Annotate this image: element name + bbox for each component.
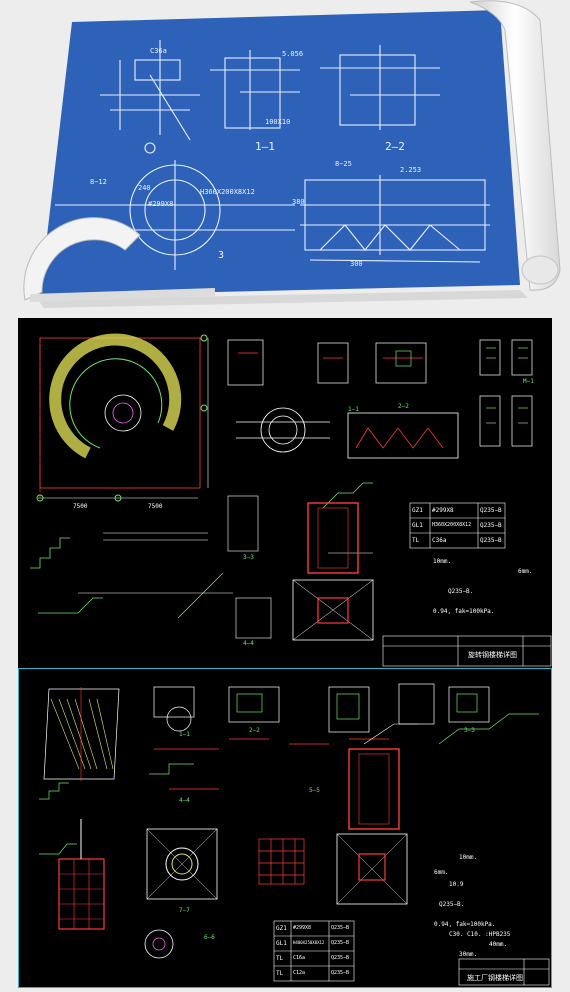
section-label: 4—4 [179, 797, 190, 804]
bp-dim: 380 [292, 198, 305, 206]
note: Q235−B. [448, 588, 474, 595]
section-label: 1—1 [348, 406, 359, 413]
paper-roll [469, 0, 561, 291]
note: 6mm. [434, 869, 449, 876]
bp-dim: 5.056 [282, 50, 304, 58]
section-label: 6—6 [204, 934, 215, 941]
bp-dim: 240 [138, 184, 151, 192]
bp-dim: H360X200X8X12 [200, 188, 255, 196]
note: Q235−B. [439, 901, 465, 908]
table-row: GL1 H400X250X8X12 Q235−B [276, 940, 350, 947]
bp-dim: C36a [150, 47, 167, 55]
section-label: 2—2 [249, 727, 260, 734]
section-label: 1—1 [179, 731, 190, 738]
protractor-icon [23, 217, 216, 302]
blueprint-paper [40, 10, 520, 296]
note: 0.94, fak=100kPa. [433, 608, 495, 615]
table-row: TL C12a Q235−B [276, 970, 350, 977]
section-label: M−1 [523, 378, 534, 385]
blueprint-area: 1—1 2—2 3 5.056 C36a H360X200X8X12 100X1… [0, 0, 570, 318]
bp-dim: #299X8 [148, 200, 174, 208]
bp-dim: 300 [350, 260, 363, 268]
cad-sheet-1: GZ1 #299X8 Q235−B GL1 H360X200X8X12 Q235… [18, 318, 552, 668]
table-row: GZ1 #299X8 Q235−B [276, 925, 350, 932]
bp-section-2: 2—2 [385, 140, 405, 153]
blueprint-drawing [23, 0, 561, 308]
table-row: TL C36a Q235−B [412, 537, 502, 544]
material-table: GZ1 #299X8 Q235−B GL1 H360X200X8X12 Q235… [410, 503, 505, 548]
section-label: 4—4 [243, 640, 254, 647]
note: 10.9 [449, 881, 464, 888]
section-label: 5—5 [309, 787, 320, 794]
table-row: GZ1 #299X8 Q235−B [412, 507, 502, 514]
title-block-text: 施工厂钢楼梯详图 [467, 974, 523, 982]
table-row: TL C16a Q235−B [276, 955, 350, 962]
dim-label: 7500 [73, 503, 88, 510]
note: 6mm. [518, 568, 533, 575]
bp-dim: 8−25 [335, 160, 352, 168]
section-label: 3—3 [243, 554, 254, 561]
note: 0.94, fak=100kPa. [434, 921, 496, 928]
material-table-2: GZ1 #299X8 Q235−B GL1 H400X250X8X12 Q235… [274, 921, 354, 981]
cad-sheet-2: GZ1 #299X8 Q235−B GL1 H400X250X8X12 Q235… [18, 668, 552, 988]
bp-section-3: 3 [218, 250, 225, 261]
title-block-text: 旋转钢楼梯详图 [468, 651, 517, 659]
cad-sheet-1-drawing [30, 333, 552, 667]
section-label: 2—2 [398, 403, 409, 410]
section-label: 3—3 [464, 727, 475, 734]
section-label: 7—7 [179, 907, 190, 914]
note: C30. C10. :HPB235 [449, 931, 511, 938]
bp-dim: 100X10 [265, 118, 291, 126]
note: 40mm. [489, 941, 508, 948]
table-row: GL1 H360X200X8X12 Q235−B [412, 522, 502, 529]
bp-section-1: 1—1 [255, 140, 275, 153]
bp-dim: 2.253 [400, 166, 422, 174]
cad-sheet-2-drawing [39, 683, 550, 986]
bp-dim: 8−12 [90, 178, 107, 186]
note: 10mm. [459, 854, 478, 861]
note: 30mm. [459, 951, 478, 958]
dim-label: 7500 [148, 503, 163, 510]
note: 10mm. [433, 558, 452, 565]
